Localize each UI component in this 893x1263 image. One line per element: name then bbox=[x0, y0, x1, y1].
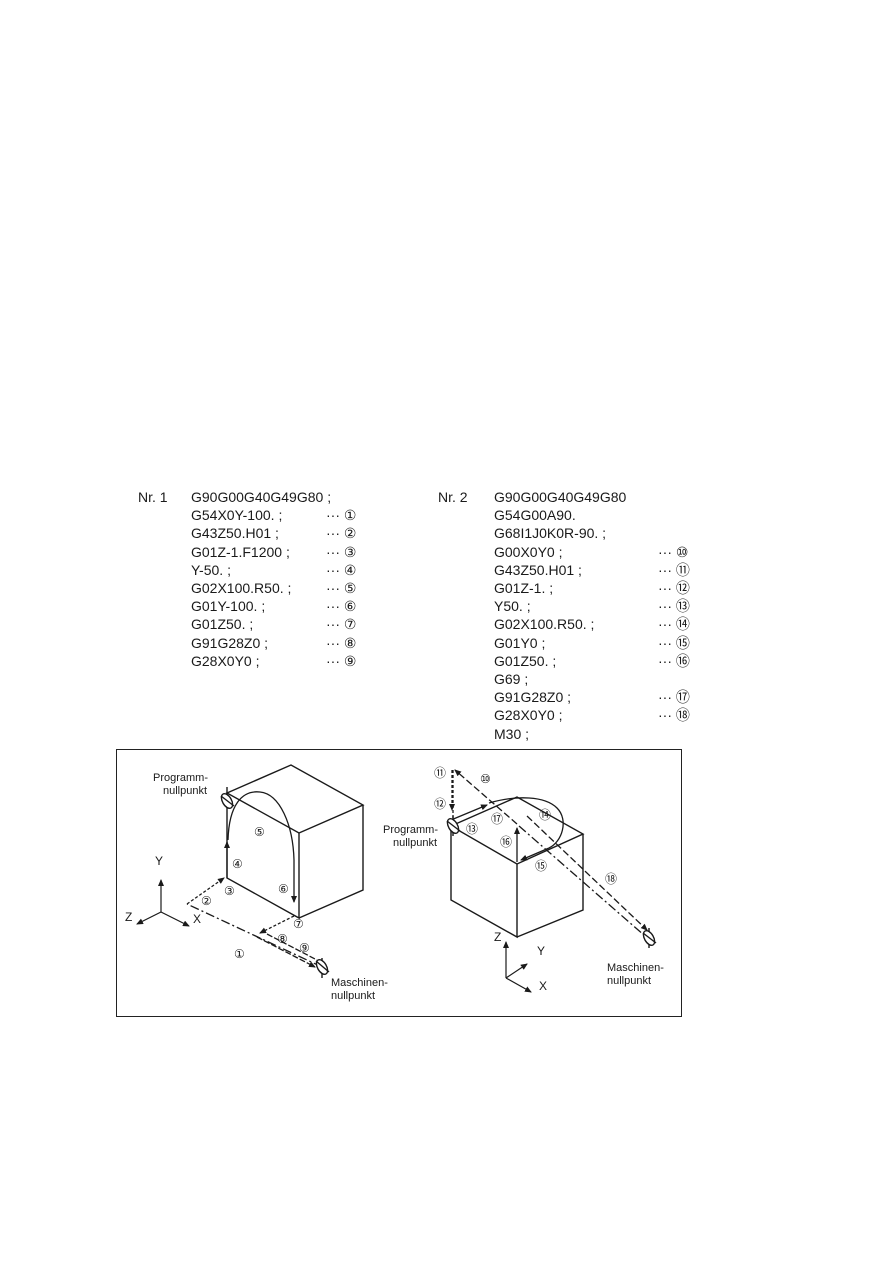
code-line: G90G00G40G49G80 ; bbox=[191, 489, 332, 505]
step-marker: ··· ① bbox=[326, 507, 357, 524]
code-line: G91G28Z0 ; bbox=[494, 689, 572, 706]
program-listing-nr1: Nr. 1 G90G00G40G49G80 ; G54X0Y-100. ; ··· … bbox=[138, 488, 388, 678]
right-program-zero-label: Programm- nullpunkt bbox=[383, 824, 438, 850]
step-marker: ··· ⑨ bbox=[326, 652, 357, 669]
step-label: ⑤ bbox=[254, 825, 265, 839]
program-label: Nr. 1 bbox=[138, 489, 168, 505]
code-line: G54G00A90. bbox=[494, 507, 576, 524]
step-marker: ··· ② bbox=[326, 525, 357, 542]
code-line: G68I1J0K0R-90. ; bbox=[494, 525, 607, 542]
step-label: ⑬ bbox=[466, 822, 478, 836]
step-label: ⑭ bbox=[539, 808, 551, 822]
right-program-zero-marker bbox=[446, 816, 461, 836]
left-machine-zero-label: Maschinen- nullpunkt bbox=[331, 977, 388, 1003]
step-label: ⑱ bbox=[605, 872, 617, 886]
label-line: Programm- bbox=[383, 824, 439, 836]
code-line: G01Z-1. ; bbox=[494, 580, 554, 596]
step-label: ② bbox=[201, 894, 212, 908]
step-label: ⑨ bbox=[299, 941, 310, 955]
code-line: G01Y0 ; bbox=[494, 634, 546, 651]
program-label: Nr. 2 bbox=[438, 489, 468, 505]
code-line: G28X0Y0 ; bbox=[494, 707, 563, 724]
left-machine-zero-marker bbox=[315, 958, 330, 978]
code-line: M30 ; bbox=[494, 725, 530, 742]
step-marker: ··· ⑩ bbox=[658, 543, 689, 560]
step-marker: ··· ⑮ bbox=[658, 634, 690, 651]
label-line: nullpunkt bbox=[393, 837, 438, 849]
step-marker: ··· ⑧ bbox=[326, 634, 357, 651]
code-line: G54X0Y-100. ; bbox=[191, 507, 283, 524]
right-machine-zero-marker bbox=[642, 928, 657, 948]
step-marker: ··· ③ bbox=[326, 543, 357, 560]
left-program-zero-label: Programm- nullpunkt bbox=[153, 772, 208, 798]
right-axis-z-label: Z bbox=[494, 930, 502, 944]
label-line: Maschinen- bbox=[331, 977, 388, 989]
left-axis-triad bbox=[136, 879, 190, 927]
code-line: Y-50. ; bbox=[191, 561, 231, 578]
step-label: ⑪ bbox=[434, 766, 446, 780]
code-line: G01Z50. ; bbox=[494, 652, 557, 669]
step-marker: ··· ⑭ bbox=[658, 616, 690, 633]
step-label: ③ bbox=[224, 884, 235, 898]
step-label: ⑮ bbox=[535, 859, 547, 873]
right-axis-x-label: X bbox=[539, 979, 548, 993]
code-line: G43Z50.H01 ; bbox=[191, 525, 279, 542]
code-line: Y50. ; bbox=[494, 598, 531, 615]
label-line: nullpunkt bbox=[163, 785, 208, 797]
step-label: ⑩ bbox=[480, 772, 491, 786]
step-marker: ··· ⑰ bbox=[658, 689, 690, 706]
label-line: Programm- bbox=[153, 772, 209, 784]
left-axis-x-label: X bbox=[193, 912, 202, 926]
right-axis-triad bbox=[503, 941, 532, 993]
code-line: G01Z50. ; bbox=[191, 616, 254, 633]
step-marker: ··· ⑦ bbox=[326, 616, 357, 633]
right-machine-zero-label: Maschinen- nullpunkt bbox=[607, 962, 664, 988]
code-line: G01Y-100. ; bbox=[191, 598, 266, 615]
step-marker: ··· ⑥ bbox=[326, 598, 357, 615]
step-marker: ··· ⑯ bbox=[658, 652, 690, 669]
step-label: ⑥ bbox=[278, 882, 289, 896]
right-toolpath bbox=[449, 769, 648, 937]
step-marker: ··· ⑪ bbox=[658, 561, 690, 578]
code-line: G02X100.R50. ; bbox=[191, 580, 292, 596]
code-line: G91G28Z0 ; bbox=[191, 634, 269, 651]
left-cube bbox=[225, 764, 365, 920]
diagram-frame: ① ② ③ ④ ⑤ ⑥ ⑦ ⑧ ⑨ bbox=[116, 749, 682, 1017]
step-marker: ··· ⑱ bbox=[658, 707, 690, 724]
step-label: ⑧ bbox=[277, 932, 288, 946]
code-line: G28X0Y0 ; bbox=[191, 652, 260, 669]
code-line: G01Z-1.F1200 ; bbox=[191, 543, 290, 560]
step-label: ④ bbox=[232, 857, 243, 871]
label-line: Maschinen- bbox=[607, 962, 664, 974]
step-label: ⑫ bbox=[434, 797, 446, 811]
step-label: ⑰ bbox=[491, 812, 503, 826]
code-line: G90G00G40G49G80 bbox=[494, 489, 627, 505]
toolpath-diagram: ① ② ③ ④ ⑤ ⑥ ⑦ ⑧ ⑨ bbox=[136, 764, 657, 993]
code-line: G43Z50.H01 ; bbox=[494, 561, 582, 578]
step-marker: ··· ④ bbox=[326, 561, 357, 578]
step-marker: ··· ⑫ bbox=[658, 580, 690, 596]
right-cube bbox=[449, 796, 585, 939]
step-label: ⑯ bbox=[500, 835, 512, 849]
step-label: ⑦ bbox=[293, 917, 304, 931]
code-line: G02X100.R50. ; bbox=[494, 616, 595, 633]
right-axis-y-label: Y bbox=[537, 944, 546, 958]
left-axis-z-label: Z bbox=[125, 910, 133, 924]
label-line: nullpunkt bbox=[607, 975, 652, 987]
label-line: nullpunkt bbox=[331, 990, 376, 1002]
step-label: ① bbox=[234, 947, 245, 961]
code-line: G00X0Y0 ; bbox=[494, 543, 563, 560]
left-program-zero-marker bbox=[220, 787, 235, 809]
left-axis-y-label: Y bbox=[155, 854, 164, 868]
step-marker: ··· ⑤ bbox=[326, 580, 357, 596]
code-line: G69 ; bbox=[494, 671, 529, 687]
left-toolpath bbox=[186, 791, 323, 968]
step-marker: ··· ⑬ bbox=[658, 598, 690, 615]
